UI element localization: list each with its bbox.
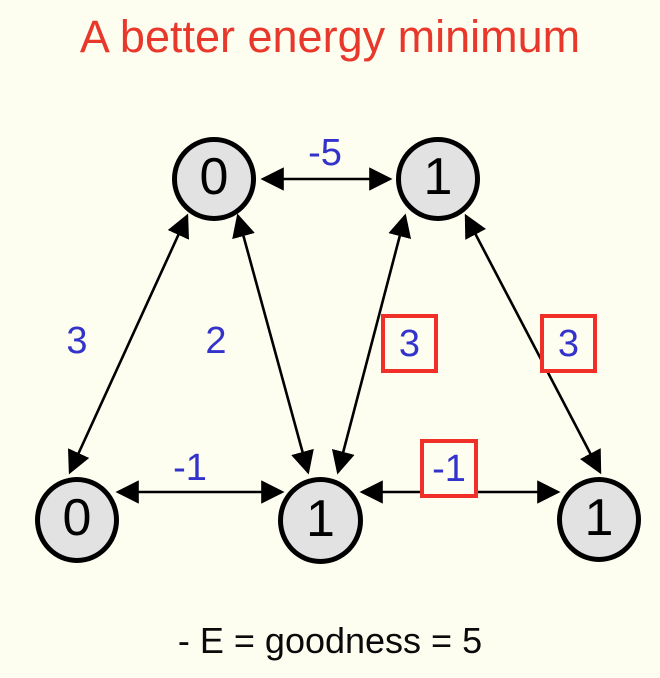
edge-weight-value: -1 [432, 447, 466, 490]
edge-bottom-left--top-left [68, 213, 189, 475]
node-top-right-label: 1 [423, 148, 453, 206]
edge-weight-bottom-middle--bottom-right: -1 [420, 439, 478, 498]
edge-bottom-middle--top-left [232, 213, 314, 475]
node-bottom-right[interactable]: 1 [557, 477, 641, 562]
edge-weight-value: 2 [205, 320, 227, 362]
edge-weight-bottom-middle--top-right: 3 [381, 314, 438, 373]
node-bottom-right-label: 1 [584, 488, 614, 547]
edge-weight-value: -1 [173, 447, 207, 489]
edge-weight-value: -5 [308, 132, 342, 174]
edge-weight-bottom-middle--top-left: 2 [195, 322, 237, 360]
node-bottom-left[interactable]: 0 [35, 477, 119, 563]
energy-caption: - E = goodness = 5 [177, 620, 483, 661]
edge-bottom-middle--top-right [331, 213, 412, 475]
node-top-left[interactable]: 0 [172, 137, 256, 221]
edge-bottom-right--top-right [464, 213, 602, 475]
node-top-right[interactable]: 1 [396, 137, 480, 221]
edge-weight-bottom-left--bottom-middle: -1 [162, 449, 218, 487]
edge-weight-bottom-right--top-right: 3 [540, 314, 597, 373]
node-top-left-label: 0 [199, 148, 229, 206]
edge-weight-top-left--top-right: -5 [290, 134, 360, 172]
edge-weight-value: 3 [66, 320, 88, 362]
page-title: A better energy minimum [79, 11, 581, 62]
node-bottom-middle[interactable]: 1 [278, 477, 363, 564]
node-bottom-middle-label: 1 [306, 489, 335, 548]
node-bottom-left-label: 0 [62, 489, 92, 547]
edge-weight-value: 3 [398, 322, 421, 365]
edge-weight-value: 3 [557, 322, 580, 365]
edge-weight-bottom-left--top-left: 3 [56, 322, 98, 360]
